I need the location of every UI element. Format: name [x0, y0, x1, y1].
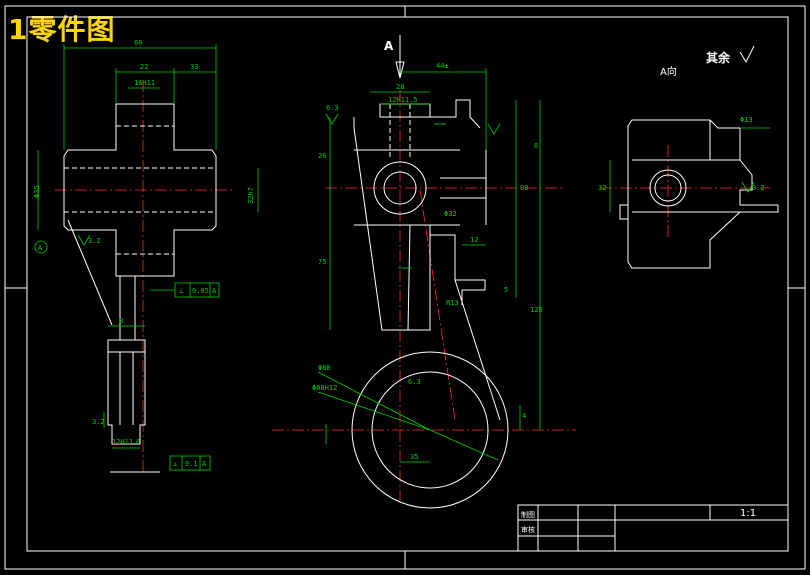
dim-r13: R13 [446, 299, 459, 307]
view-a-phi: Φ13 [740, 116, 753, 124]
tol-frame-2-value: 0.1 [185, 460, 198, 468]
dim-left-width-b: 33 [190, 63, 198, 71]
dim-125: 125 [530, 306, 543, 314]
dim-phi32: Φ32 [444, 210, 457, 218]
dim-90: 90 [520, 184, 528, 192]
tol-frame-1-symbol: ⊥ [179, 287, 183, 295]
remaining-finish-label: 其余 [706, 50, 731, 65]
outer-border [4, 5, 806, 570]
inner-border [26, 16, 789, 552]
dim-left-width-a: 22 [140, 63, 148, 71]
bottom-rough: 6.3 [408, 378, 421, 386]
dim-left-overall-width: 60 [134, 39, 142, 47]
dim-75: 75 [318, 258, 326, 266]
bottom-4: 4 [522, 412, 526, 420]
bottom-phi: Φ88 [318, 364, 331, 372]
dim-5: 5 [504, 286, 508, 294]
dim-6: 6 [534, 142, 538, 150]
dim-left-bore-fit: 16H11 [134, 79, 155, 87]
left-section-view: 60 22 33 16H11 Φ35 32h7 A 3.2 ⊥ 0.05 A 8… [33, 39, 259, 475]
dim-left-web: 8 [119, 317, 123, 325]
view-a-label: A向 [660, 65, 677, 78]
bottom-fit: Φ88H12 [312, 384, 337, 392]
dim-26: 26 [318, 152, 326, 160]
main-front-view: A 28 12H11.5 44± 6.3 26 75 [272, 35, 576, 509]
tol-frame-2-datum: A [202, 460, 207, 468]
dim-top-width: 28 [396, 83, 404, 91]
tol-frame-1-value: 0.05 [192, 287, 209, 295]
dim-left-bottom-fit: 12H11 [112, 438, 133, 446]
dim-top-offset: 44± [436, 62, 449, 70]
tol-frame-1-datum: A [212, 287, 217, 295]
datum-a: A [38, 244, 43, 252]
dim-left-right-fit: 32h7 [247, 187, 255, 204]
title-block-drawn: 制图 [521, 510, 535, 519]
left-chamfer: 3.2 [88, 237, 101, 245]
view-a: A向 其余 32 Φ13 3.2 [598, 45, 779, 269]
dim-left-side-small: 3.2 [92, 418, 105, 426]
drawing-title: 1零件图 [8, 13, 116, 46]
title-block: 1:1 制图 审核 [517, 504, 789, 552]
finish-a: 6.3 [326, 104, 339, 112]
view-a-rough: 3.2 [752, 184, 765, 192]
view-arrow-label: A [384, 39, 394, 53]
dim-top-fit: 12H11.5 [388, 96, 418, 104]
view-a-32: 32 [598, 184, 606, 192]
bottom-35: 35 [410, 453, 418, 461]
dim-left-height: Φ35 [33, 185, 41, 198]
dim-12: 12 [470, 236, 478, 244]
title-block-checked: 审核 [521, 525, 535, 534]
scale-label: 1:1 [740, 508, 756, 519]
tol-frame-2-symbol: ⊥ [173, 460, 177, 468]
dim-left-bottom-dim: 6 [136, 438, 140, 446]
